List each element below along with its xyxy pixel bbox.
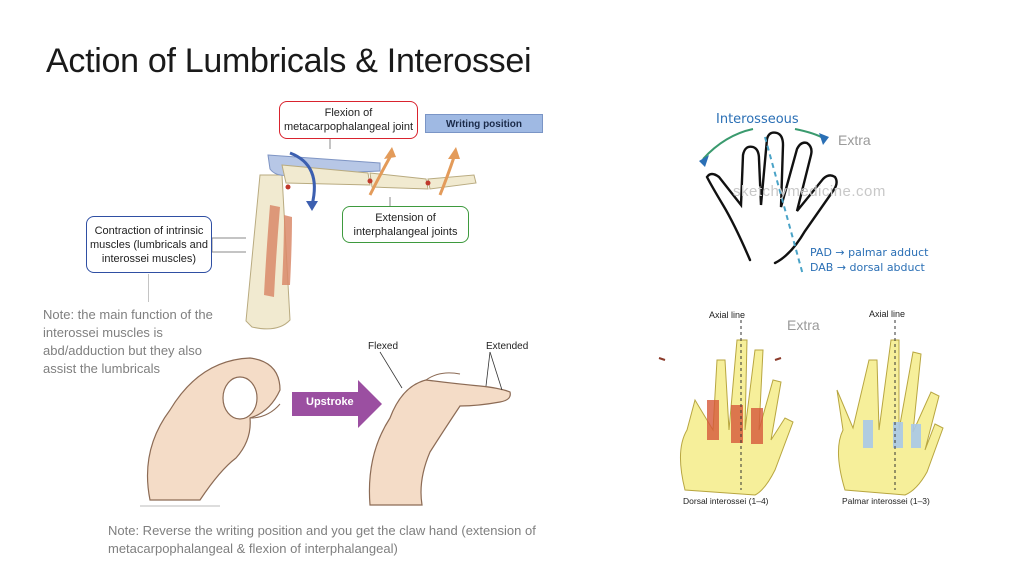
extra-label-top: Extra [838,132,871,148]
writing-hands-illustration [140,351,511,507]
palmar-interossei-caption: Palmar interossei (1–3) [842,496,930,506]
writing-position-badge: Writing position [425,114,543,133]
dorsal-interossei-caption: Dorsal interossei (1–4) [683,496,769,506]
flexion-callout: Flexion of metacarpophalangeal joint [279,101,418,139]
flexed-label: Flexed [368,341,399,352]
skeleton-hands-illustration [655,300,950,510]
note-interossei: Note: the main function of the interosse… [43,307,213,376]
note-claw-hand: Note: Reverse the writing position and y… [108,523,536,556]
extension-callout: Extension of interphalangeal joints [342,206,469,243]
pad-label: PAD → palmar adduct [810,246,929,259]
finger-diagram [245,139,477,330]
upstroke-label: Upstroke [306,396,354,408]
extended-label: Extended [486,341,529,352]
slide-title: Action of Lumbricals & Interossei [46,42,532,80]
dab-label: DAB → dorsal abduct [810,261,925,274]
sketch-hand-illustration [699,128,838,275]
palmar-skeleton-hand [836,320,944,496]
contraction-connector [148,237,246,302]
sketchymedicine-watermark: sketchymedicine.com [733,183,886,200]
interosseous-label: Interosseous [716,112,799,127]
axial-line-label-right: Axial line [869,309,906,319]
contraction-callout: Contraction of intrinsic muscles (lumbri… [86,216,212,273]
axial-line-label-left: Axial line [709,310,746,320]
dorsal-skeleton-hand [658,320,794,496]
extra-label-bottom: Extra [787,317,820,333]
